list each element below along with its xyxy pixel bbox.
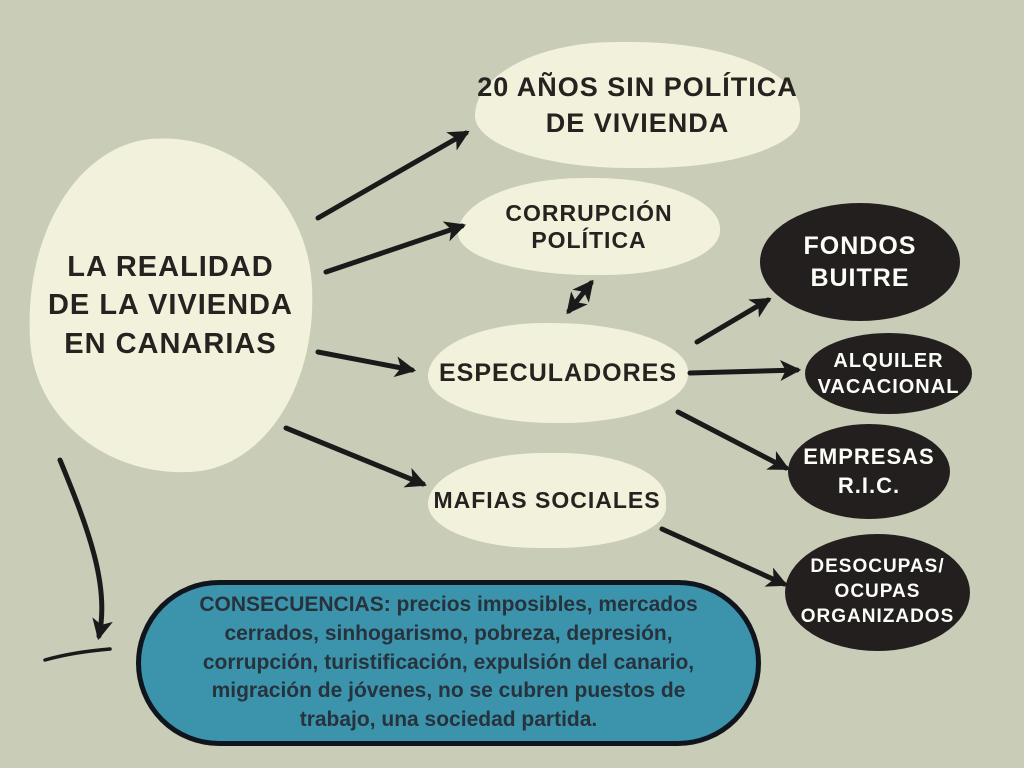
node-root: LA REALIDAD DE LA VIVIENDA EN CANARIAS xyxy=(16,128,325,483)
consequences-box: CONSECUENCIAS: precios imposibles, merca… xyxy=(136,580,761,746)
node-alquiler-vacacional: ALQUILER VACACIONAL xyxy=(805,333,972,414)
node-corrupcion-label: CORRUPCIÓN POLÍTICA xyxy=(505,199,673,253)
arrow-especuladores-to-fondos xyxy=(694,297,772,345)
arrow-corrupcion-especuladores xyxy=(566,279,594,315)
consequences-text: CONSECUENCIAS: precios imposibles, merca… xyxy=(199,592,698,732)
arrow-especuladores-to-empresas xyxy=(675,409,790,471)
node-fondos-buitre-label: FONDOS BUITRE xyxy=(803,231,917,293)
node-mafias-label: MAFIAS SOCIALES xyxy=(433,487,661,513)
node-empresas-ric-label: EMPRESAS R.I.C. xyxy=(803,443,935,498)
node-especuladores: ESPECULADORES xyxy=(428,323,688,423)
node-sin-politica-label: 20 AÑOS SIN POLÍTICA DE VIVIENDA xyxy=(477,71,798,138)
arrow-especuladores-to-alquiler xyxy=(687,359,802,381)
node-empresas-ric: EMPRESAS R.I.C. xyxy=(788,424,950,519)
arrow-root-to-sin-politica xyxy=(315,130,470,221)
arrow-root-to-especuladores xyxy=(315,349,417,378)
node-especuladores-label: ESPECULADORES xyxy=(438,358,678,387)
node-desocupas: DESOCUPAS/ OCUPAS ORGANIZADOS xyxy=(785,534,970,651)
node-root-label: LA REALIDAD DE LA VIVIENDA EN CANARIAS xyxy=(48,251,293,360)
arrow-root-to-mafias xyxy=(283,425,427,488)
node-corrupcion: CORRUPCIÓN POLÍTICA xyxy=(458,178,720,275)
arrow-root-to-consequences-tail xyxy=(43,647,112,662)
arrow-root-to-consequences xyxy=(57,457,113,641)
arrow-mafias-to-desocupas xyxy=(659,526,788,587)
arrow-root-to-corrupcion xyxy=(323,221,466,275)
node-desocupas-label: DESOCUPAS/ OCUPAS ORGANIZADOS xyxy=(800,556,955,627)
node-fondos-buitre: FONDOS BUITRE xyxy=(760,203,960,321)
node-sin-politica: 20 AÑOS SIN POLÍTICA DE VIVIENDA xyxy=(475,42,800,168)
node-alquiler-vacacional-label: ALQUILER VACACIONAL xyxy=(817,349,960,398)
node-mafias: MAFIAS SOCIALES xyxy=(428,453,666,548)
